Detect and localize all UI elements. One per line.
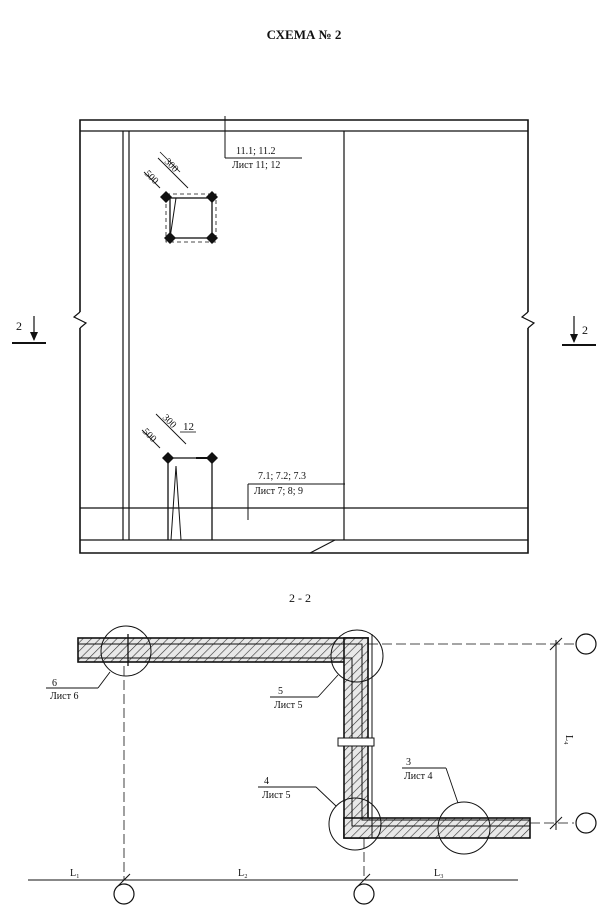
section-marker-right: 2 xyxy=(562,316,596,346)
detail-circle-3 xyxy=(437,801,491,855)
anchor-marker xyxy=(162,452,174,464)
lower-dim-extra: 12 xyxy=(183,421,194,433)
callout-top: 11.1; 11.2 Лист 11; 12 xyxy=(224,116,302,171)
anchor-marker xyxy=(206,191,218,203)
axis-bubble xyxy=(575,812,597,834)
callout-5-num: 5 xyxy=(278,686,283,697)
elevation-view: 300 500 300 12 500 11.1; 11.2 Лист 11; 1… xyxy=(12,116,596,554)
page-title: СХЕМА № 2 xyxy=(267,27,342,42)
callout-bottom-line1: 7.1; 7.2; 7.3 xyxy=(258,471,306,482)
detail-circle-6 xyxy=(100,625,152,677)
callout-bottom: 7.1; 7.2; 7.3 Лист 7; 8; 9 xyxy=(247,471,345,520)
callout-6-sheet: Лист 6 xyxy=(50,691,78,702)
section-mark-right-label: 2 xyxy=(582,323,588,337)
lower-dim-width: 300 xyxy=(160,412,178,430)
anchor-marker xyxy=(160,191,172,203)
detail-circle-5 xyxy=(330,629,384,683)
break-mark-right xyxy=(520,311,536,329)
upper-opening: 300 500 xyxy=(142,151,218,244)
lower-opening: 300 12 500 xyxy=(140,412,218,541)
upper-dim-height: 500 xyxy=(142,168,160,186)
break-mark-left xyxy=(72,311,88,329)
upper-dim-width: 300 xyxy=(162,156,180,174)
callout-5-sheet: Лист 5 xyxy=(274,700,302,711)
dim-l2: L₂ xyxy=(238,868,248,879)
axis-bubble xyxy=(353,883,375,905)
anchor-marker xyxy=(206,452,218,464)
anchor-marker xyxy=(206,232,218,244)
callout-6: 6 Лист 6 xyxy=(46,671,111,702)
section-marker-left: 2 xyxy=(12,316,46,344)
dim-l4: L₄ xyxy=(563,735,574,745)
callout-4-num: 4 xyxy=(264,776,269,787)
callout-4: 4 Лист 5 xyxy=(258,776,337,807)
callout-4-sheet: Лист 5 xyxy=(262,790,290,801)
callout-bottom-line2: Лист 7; 8; 9 xyxy=(254,486,303,497)
dim-l3: L₃ xyxy=(434,868,444,879)
section-mark-left-label: 2 xyxy=(16,319,22,333)
dim-l1: L₁ xyxy=(70,868,80,879)
callout-top-line1: 11.1; 11.2 xyxy=(236,146,276,157)
callout-top-line2: Лист 11; 12 xyxy=(232,160,280,171)
callout-6-num: 6 xyxy=(52,678,57,689)
axis-bubble xyxy=(575,633,597,655)
anchor-marker xyxy=(164,232,176,244)
axis-bubble xyxy=(113,883,135,905)
lower-dim-height: 500 xyxy=(140,426,158,444)
callout-5: 5 Лист 5 xyxy=(270,674,339,711)
callout-3: 3 Лист 4 xyxy=(402,757,459,804)
callout-3-num: 3 xyxy=(406,757,411,768)
callout-3-sheet: Лист 4 xyxy=(404,771,432,782)
section-view: L₁ L₂ L₃ L₄ 6 Лист 6 5 Лист 5 xyxy=(28,625,597,905)
detail-circle-4 xyxy=(328,797,382,851)
wall-profile xyxy=(77,634,531,839)
section-title: 2 - 2 xyxy=(289,591,311,605)
